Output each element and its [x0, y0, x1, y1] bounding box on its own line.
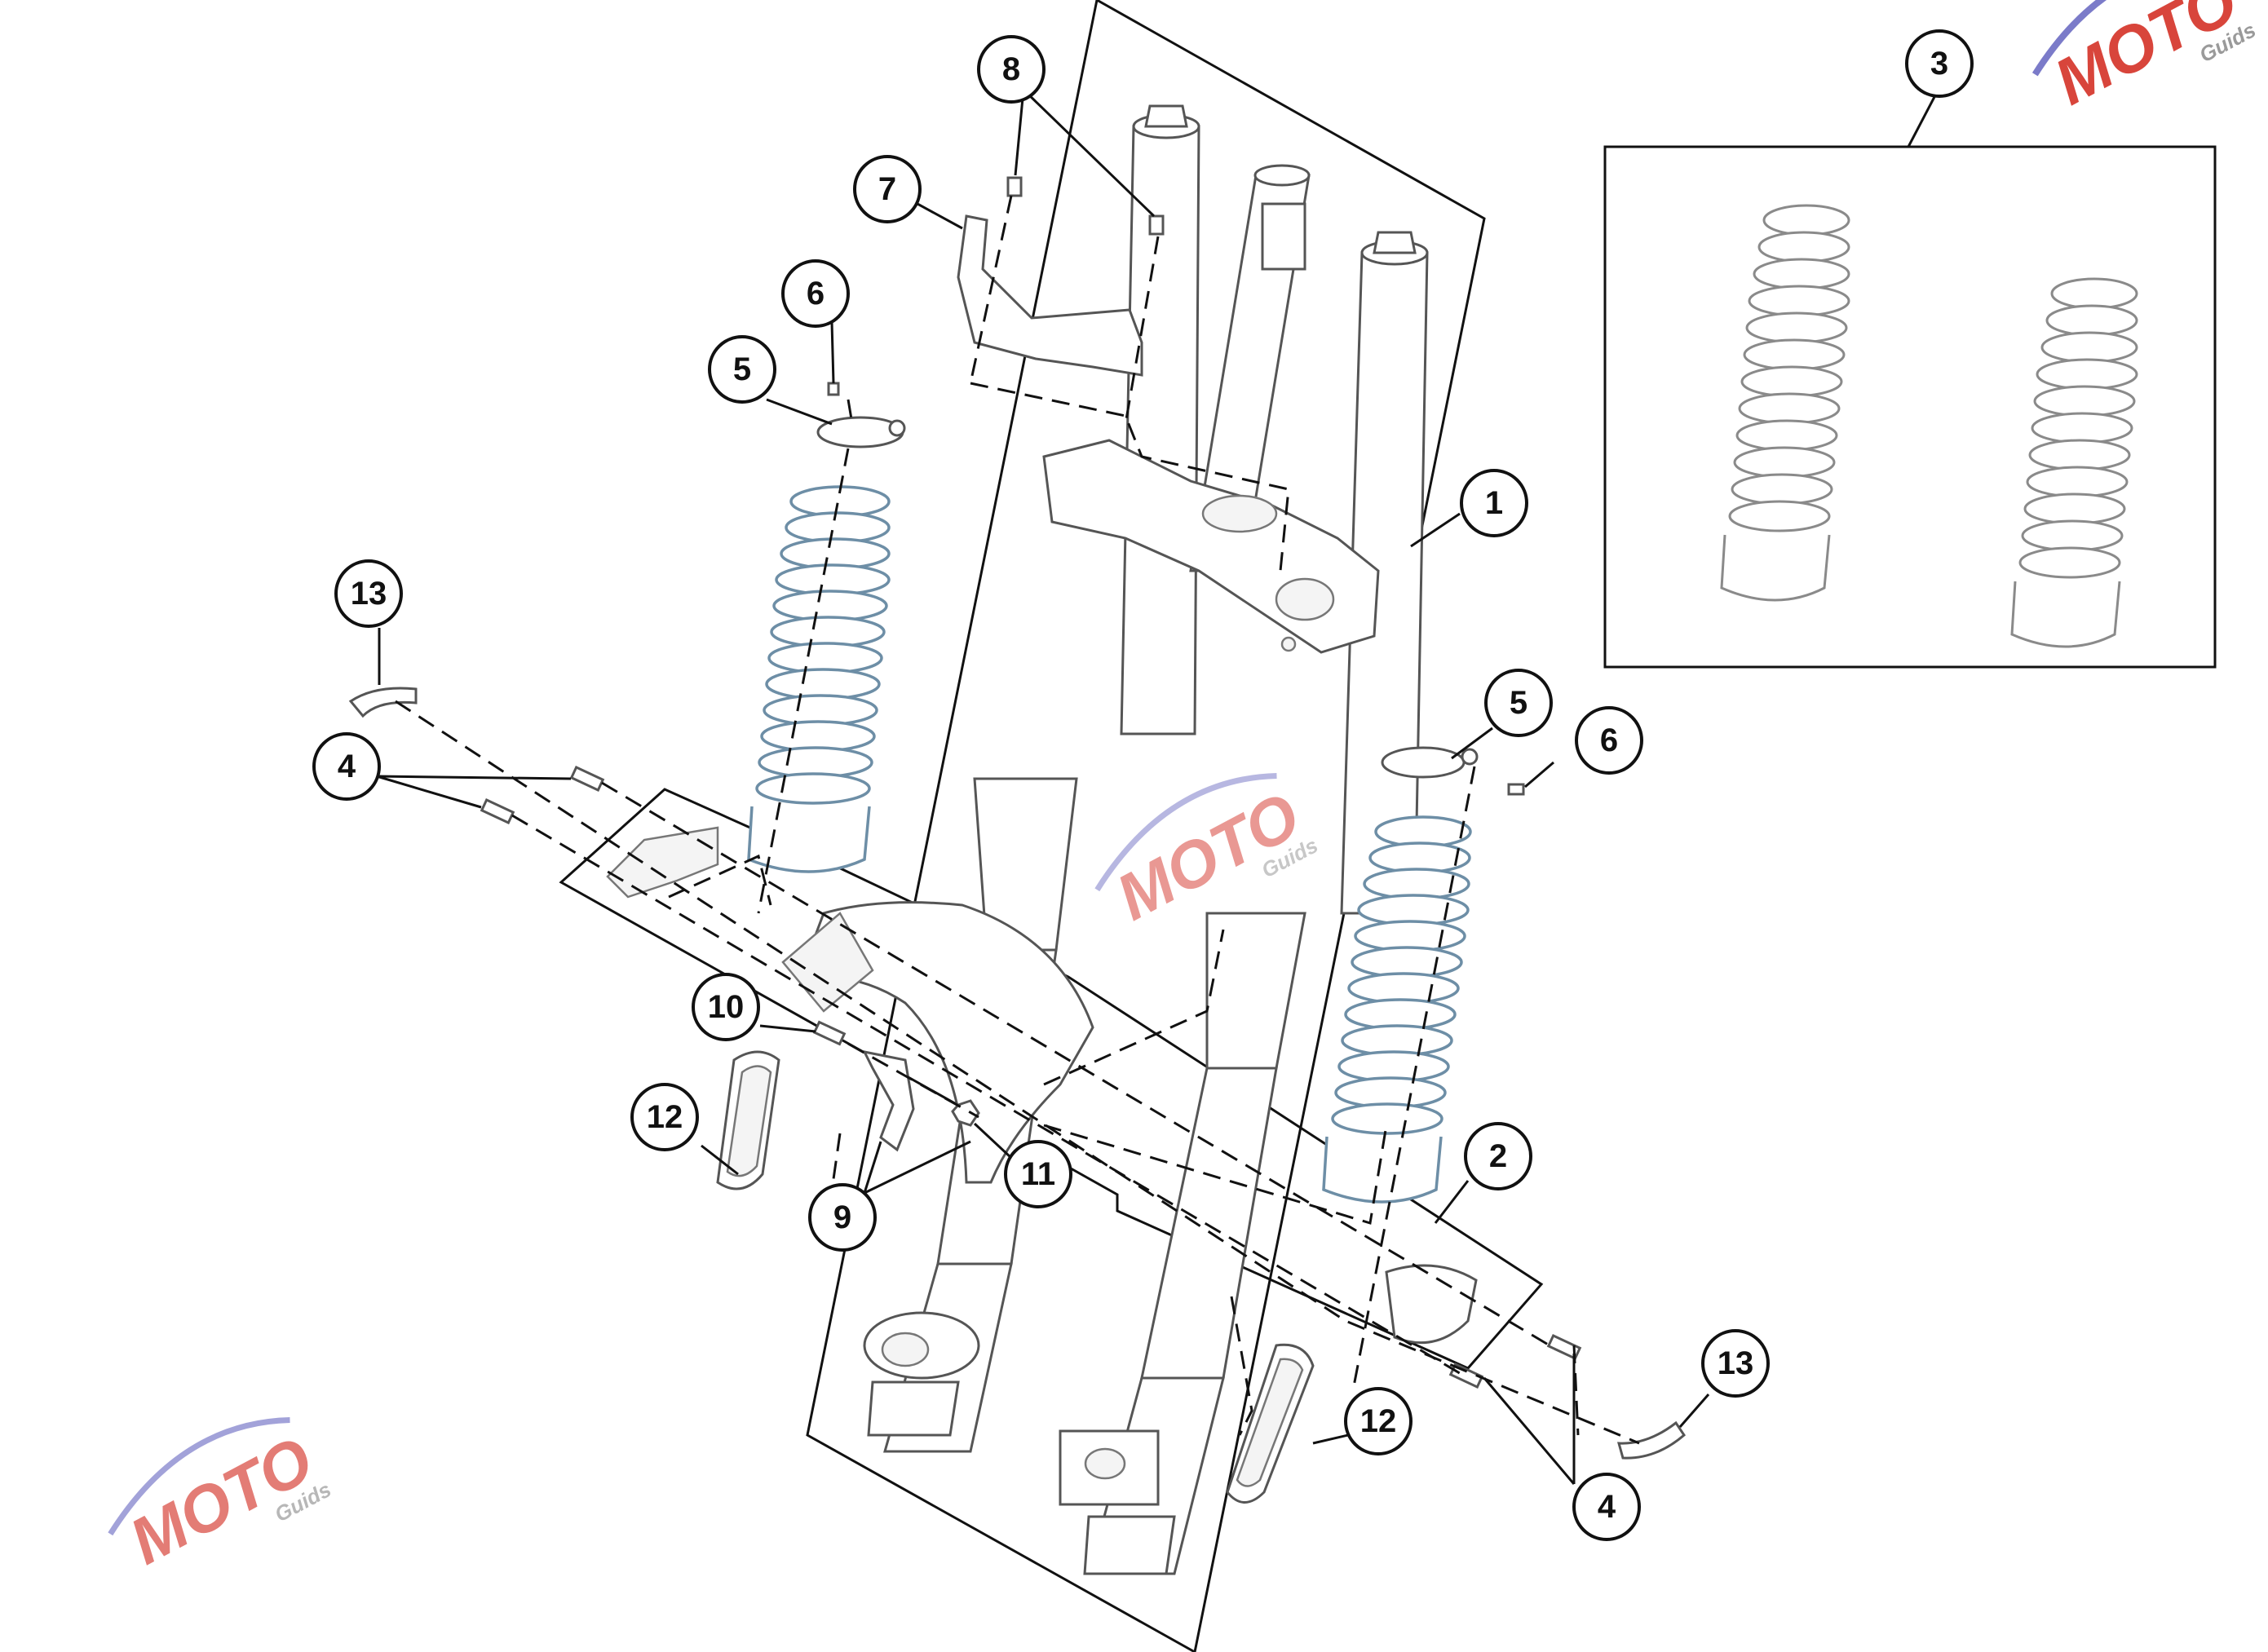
gaiter-left [747, 485, 891, 873]
watermark-logo-top-right: MOTO Guids [2031, 0, 2260, 118]
callout-12-right: 12 [1344, 1387, 1413, 1455]
svg-text:6: 6 [807, 276, 825, 311]
svg-text:4: 4 [1598, 1489, 1616, 1525]
callout-13-right: 13 [1701, 1329, 1770, 1398]
gaiter-fold [2031, 412, 2133, 444]
gaiter-base [1720, 534, 1831, 602]
guard-bracket-upper-left [606, 826, 719, 899]
bolt-4-lower-left [480, 798, 515, 824]
gaiter-clamp-screw-right [1461, 748, 1479, 766]
gaiter-right [1322, 815, 1472, 1204]
gaiter-fold [1728, 500, 1831, 532]
svg-text:5: 5 [733, 351, 751, 387]
callout-5-left: 5 [708, 335, 776, 404]
gaiter-fold [2028, 439, 2131, 471]
brake-line-clamp-bracket [957, 214, 1143, 377]
reflector-right [1226, 1343, 1315, 1504]
callout-6-left: 6 [781, 259, 850, 328]
callout-4-left: 4 [312, 732, 381, 801]
callouts: 1 2 3 4 4 5 5 6 6 7 8 9 10 11 12 12 [312, 29, 1974, 1541]
svg-text:6: 6 [1600, 722, 1618, 758]
callout-3: 3 [1905, 29, 1974, 98]
gaiter-fold [1762, 204, 1850, 236]
svg-text:7: 7 [878, 171, 896, 207]
gaiter-fold [2050, 277, 2138, 310]
svg-text:8: 8 [1002, 51, 1020, 87]
cable-tie-left [348, 687, 418, 718]
gaiter-fold [1733, 446, 1836, 479]
gaiter-fold [1740, 365, 1843, 398]
gaiter-base [1322, 1136, 1443, 1204]
callout-2: 2 [1464, 1122, 1532, 1190]
svg-text:12: 12 [647, 1099, 683, 1135]
gaiter-kit-right [2010, 277, 2138, 648]
gaiter-fold [1743, 338, 1846, 371]
svg-text:13: 13 [351, 576, 387, 612]
watermark-logo-bottom-left: MOTO Guids [108, 1417, 335, 1578]
gaiter-fold [1731, 473, 1833, 506]
screw-6-right [1507, 783, 1525, 796]
callout-7: 7 [853, 155, 922, 223]
gaiter-fold [2026, 466, 2129, 498]
gaiter-fold [1735, 419, 1838, 452]
callout-11: 11 [1004, 1140, 1072, 1208]
gaiter-fold [2040, 331, 2138, 364]
svg-text:10: 10 [708, 989, 745, 1025]
svg-text:11: 11 [1021, 1156, 1055, 1192]
svg-text:12: 12 [1360, 1403, 1397, 1439]
bolt-4-upper-left [569, 766, 605, 792]
screw-6-left [827, 382, 840, 396]
gaiter-clamp-screw-left [888, 419, 906, 437]
gaiter-fold [2023, 493, 2126, 525]
gaiter-fold [1748, 285, 1850, 317]
svg-text:2: 2 [1489, 1138, 1507, 1174]
callout-12-left: 12 [630, 1083, 699, 1151]
gaiter-base [2010, 581, 2121, 648]
assembly-lines [395, 195, 1640, 1445]
gaiter-fold [1753, 258, 1850, 290]
svg-text:13: 13 [1718, 1345, 1754, 1381]
brake-hose-guide-9 [862, 1049, 915, 1152]
fork-guard-right [1385, 1264, 1478, 1345]
gaiter-fold [2033, 385, 2136, 417]
gaiter-fold [2036, 358, 2138, 391]
gaiter-fold [1745, 311, 1848, 344]
callout-13-left: 13 [334, 559, 403, 628]
gaiter-fold [2018, 546, 2121, 579]
gaiter-fold [1331, 1102, 1443, 1135]
gaiter-fold [755, 772, 871, 805]
reflector-left [716, 1050, 780, 1190]
leader-lines [376, 88, 1938, 1485]
callout-5-right: 5 [1484, 669, 1553, 737]
gaiter-base [747, 806, 871, 873]
callout-1: 1 [1460, 469, 1528, 537]
screw-8-left [1006, 176, 1023, 197]
svg-text:1: 1 [1485, 485, 1503, 521]
bolt-10 [812, 1020, 847, 1046]
callout-4-right: 4 [1572, 1473, 1641, 1541]
gaiter-clamp-ring-right [1381, 746, 1466, 779]
cable-tie-right [1616, 1420, 1686, 1460]
callout-9: 9 [808, 1183, 877, 1252]
svg-text:9: 9 [833, 1199, 851, 1235]
callout-6-right: 6 [1575, 706, 1643, 775]
lower-triple-clamp [1042, 439, 1380, 654]
fork-guard-panel [559, 788, 1544, 1370]
fork-guard-left [781, 901, 1094, 1184]
callout-8: 8 [977, 35, 1046, 104]
gaiter-fold [1757, 231, 1850, 263]
gaiter-fold [1738, 392, 1841, 425]
fork-leg-left [863, 104, 1200, 1453]
gaiter-kit-panel [1603, 145, 2217, 669]
bolt-4-upper-right [1546, 1334, 1582, 1360]
gaiter-fold [2021, 519, 2124, 552]
screw-8-right [1148, 214, 1165, 236]
svg-text:4: 4 [338, 749, 356, 784]
gaiter-fold [2045, 304, 2138, 337]
gaiter-kit-left [1720, 204, 1850, 602]
callout-10: 10 [692, 973, 760, 1041]
svg-text:5: 5 [1510, 685, 1527, 721]
svg-text:3: 3 [1930, 46, 1948, 82]
